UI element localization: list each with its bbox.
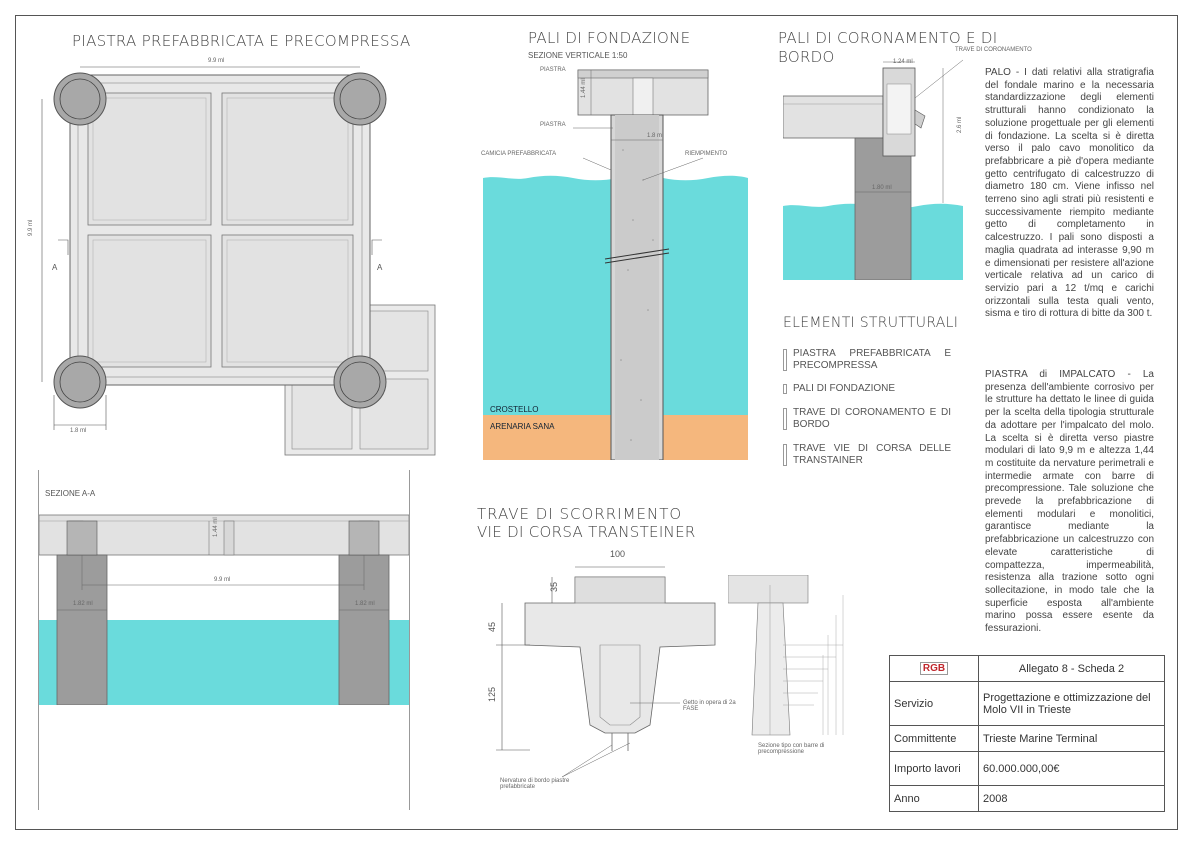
company-logo: RGB bbox=[919, 662, 949, 675]
beam-long-section-drawing bbox=[728, 575, 844, 736]
drawing-frame bbox=[15, 15, 1178, 830]
committente-value: Trieste Marine Terminal bbox=[978, 725, 1165, 752]
servizio-label: Servizio bbox=[889, 681, 979, 726]
plan-marker-right: A bbox=[377, 263, 383, 272]
subtitle-sezione-verticale: SEZIONE VERTICALE 1:50 bbox=[528, 51, 628, 60]
logo-cell: RGB bbox=[889, 655, 979, 682]
pile-label-piastra: PIASTRA bbox=[540, 67, 566, 73]
plan-drawing bbox=[41, 66, 436, 456]
beam-dim-top: 100 bbox=[610, 549, 626, 559]
section-aa-title: SEZIONE A-A bbox=[45, 489, 96, 498]
elementi-item-3: TRAVE DI CORONAMENTO E DI BORDO bbox=[783, 407, 951, 431]
section-aa-drawing bbox=[39, 514, 409, 705]
elementi-item-label: PALI DI FONDAZIONE bbox=[793, 383, 896, 394]
beam-dim-125: 125 bbox=[487, 686, 497, 702]
title-coronamento-2: BORDO bbox=[778, 48, 835, 66]
servizio-value: Progettazione e ottimizzazione del Molo … bbox=[978, 681, 1165, 726]
section-aa-dim-pile-right: 1.82 ml bbox=[355, 601, 375, 607]
plan-dim-left: 9.9 ml bbox=[28, 219, 34, 236]
section-aa-dim-pile-left: 1.82 ml bbox=[73, 601, 93, 607]
coronamento-label-trave: TRAVE DI CORONAMENTO bbox=[955, 47, 1032, 53]
anno-value: 2008 bbox=[978, 785, 1165, 812]
text-piastra: PIASTRA di IMPALCATO - La presenza dell'… bbox=[985, 369, 1154, 635]
elementi-item-4: TRAVE VIE DI CORSA DELLE TRANSTAINER bbox=[783, 443, 951, 467]
section-aa-frame bbox=[38, 470, 410, 810]
beam-dim-35: 35 bbox=[549, 581, 559, 592]
coronamento-dim-width: 1.80 ml bbox=[872, 185, 892, 191]
beam-note-nervature: Nervature di bordo piastre prefabbricate bbox=[500, 778, 570, 790]
info-table: RGB Allegato 8 - Scheda 2 Servizio Proge… bbox=[889, 655, 1165, 812]
pile-label-camicia: CAMICIA PREFABBRICATA bbox=[481, 151, 557, 157]
elementi-item-2: PALI DI FONDAZIONE bbox=[783, 383, 951, 395]
plan-dim-top: 9.9 ml bbox=[208, 58, 225, 64]
section-aa-dim-height: 1.44 ml bbox=[213, 517, 219, 537]
pile-dim-height: 1.44 ml bbox=[581, 78, 587, 98]
plan-dim-bottom: 1.8 ml bbox=[70, 428, 87, 434]
beam-drawing bbox=[496, 566, 716, 778]
pile-label-piastra-2: PIASTRA bbox=[540, 122, 566, 128]
importo-value: 60.000.000,00€ bbox=[978, 751, 1165, 786]
plan-marker-left: A bbox=[52, 263, 58, 272]
section-aa-dim-span: 9.9 ml bbox=[214, 577, 231, 583]
layer-crostello: CROSTELLO bbox=[490, 405, 539, 414]
elementi-item-1: PIASTRA PREFABBRICATA E PRECOMPRESSA bbox=[783, 348, 951, 372]
layer-arenaria: ARENARIA SANA bbox=[490, 422, 555, 431]
elementi-item-label: PIASTRA PREFABBRICATA E PRECOMPRESSA bbox=[793, 348, 951, 371]
beam-note-getto: Getto in opera di 2a FASE bbox=[683, 700, 736, 712]
anno-label: Anno bbox=[889, 785, 979, 812]
elementi-item-label: TRAVE DI CORONAMENTO E DI BORDO bbox=[793, 407, 951, 430]
coronamento-drawing bbox=[783, 59, 963, 280]
pile-label-riempimento: RIEMPIMENTO bbox=[685, 151, 728, 157]
title-piastra: PIASTRA PREFABBRICATA E PRECOMPRESSA bbox=[72, 32, 411, 50]
title-trave-2: VIE DI CORSA TRANSTEINER bbox=[477, 523, 696, 541]
coronamento-dim-top: 1.24 ml bbox=[893, 59, 913, 65]
title-pali: PALI DI FONDAZIONE bbox=[528, 29, 691, 47]
pile-dim-width: 1.8 ml bbox=[647, 133, 664, 139]
beam-dim-45: 45 bbox=[487, 621, 497, 632]
elementi-item-label: TRAVE VIE DI CORSA DELLE TRANSTAINER bbox=[793, 443, 951, 466]
committente-label: Committente bbox=[889, 725, 979, 752]
text-palo: PALO - I dati relativi alla stratigrafia… bbox=[985, 67, 1154, 320]
allegato-cell: Allegato 8 - Scheda 2 bbox=[978, 655, 1165, 682]
pile-section-drawing bbox=[483, 69, 748, 460]
title-coronamento-1: PALI DI CORONAMENTO E DI bbox=[778, 29, 998, 47]
beam-note-sezione: Sezione tipo con barre di precompression… bbox=[758, 743, 825, 755]
title-elementi: ELEMENTI STRUTTURALI bbox=[783, 315, 959, 331]
importo-label: Importo lavori bbox=[889, 751, 979, 786]
title-trave-1: TRAVE DI SCORRIMENTO bbox=[477, 505, 683, 523]
coronamento-dim-height: 2.6 ml bbox=[957, 116, 963, 133]
